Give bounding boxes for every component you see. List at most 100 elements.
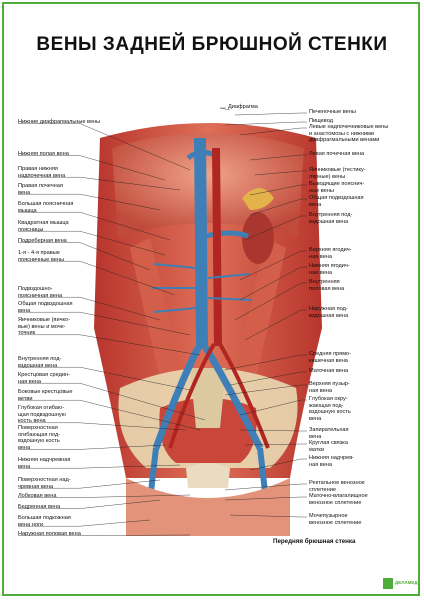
leader-line [224,354,307,371]
leader-line [239,399,307,416]
leader-line [224,496,307,501]
label-left: Яичниковые (яичко- вые) вены и моче- точ… [18,317,70,337]
label-left: Боковые крестцовые ветви [18,389,73,402]
label-right: Запирательная вена [309,427,349,440]
leader-line [224,483,307,491]
leader-line [224,384,307,396]
leader-line [18,367,191,391]
left-renal-vein [205,230,249,239]
label-left: Бедренная вена [18,504,61,510]
label-left: Подреберная вена [18,238,67,244]
label-right: Левая почечная вена [309,151,365,157]
anterior-wall-caption: Передняя брюшная стенка [273,538,356,545]
leader-line [18,334,201,356]
label-left: Крестцовая средин- ная вена [18,372,70,385]
label-right: Маточная вена [309,368,349,374]
leader-line [18,230,166,256]
label-right: Левые надпочечниковые вены и анастомозы … [309,124,389,144]
leader-line [18,422,186,431]
publisher-logo: ДЕЛАМЕД [383,578,418,590]
label-right: Глубокая окру- жающая под- вздошную кост… [309,396,351,422]
leader-line [249,458,307,471]
leader-line [244,215,307,241]
leader-line [18,242,151,271]
label-left: Правая почечная вена [18,183,63,196]
leader-line [219,107,231,111]
pubic-symphysis [186,463,230,488]
leader-line [249,198,307,216]
leader-line [18,383,206,421]
label-right: Верхняя пузыр- ная вена [309,381,350,394]
aorta [212,148,222,346]
label-left: Внутренняя под- вздошная вена [18,356,62,369]
label-left: Лобковая вена [18,493,57,499]
label-left: Поверхностная огибающая под- вздошную ко… [18,425,61,451]
label-right: Нижняя надчрев- ная вена [309,455,355,468]
leader-line [239,266,307,301]
leader-line [249,184,307,196]
leader-line [229,514,307,518]
poster-frame [2,2,420,596]
leader-line [18,312,191,336]
label-right: Круглая связка матки [309,440,348,453]
label-left: 1-я - 4-я правые поясничные вены [18,250,64,263]
label-left: Квадратная мышца поясницы [18,220,69,233]
leader-line [244,443,307,446]
right-iliac-artery [168,343,216,449]
label-left: Глубокая огибаю- щая подвздошную кость в… [18,405,66,425]
leader-line [18,211,171,241]
leader-line [18,155,166,181]
label-right: Ректальное венозное сплетение [309,480,365,493]
sacrum [190,368,226,428]
label-right: Яичниковые (тестику- лярные) вены [309,167,366,180]
leader-line [224,121,307,126]
leader-line [18,519,151,527]
logo-text: ДЕЛАМЕД [395,580,418,585]
right-iliac-vein [152,346,202,450]
label-right: Печеночные вены [309,109,356,115]
label-right: Пищевод [309,118,333,124]
label-right: Верхняя ягодич- ная вена [309,247,352,260]
leader-line [239,250,307,281]
leader-line [18,400,201,431]
leader-line [18,534,191,536]
label-left: Большая подкожная вена ноги [18,515,71,528]
label-right: Нижняя ягодич- ная вена [309,263,350,276]
adrenal-gland [242,188,274,210]
label-right: Диафрагма [228,104,258,110]
label-left: Большая поясничная мышца [18,201,74,214]
leader-line [229,371,307,386]
label-left: Общая подвздошная вена [18,301,73,314]
leader-line [254,170,307,176]
leader-line [249,154,307,161]
leader-line [239,429,307,432]
left-iliac-vein [202,346,264,450]
leader-line [18,444,166,450]
leader-line [18,494,191,498]
leader-line [18,297,161,321]
label-right: Общая подвздошная вена [309,195,364,208]
kidney [242,212,274,264]
label-left: Правая нижняя надпочечная вена [18,166,66,179]
label-left: Поверхностная над- чревная вена [18,477,71,490]
leader-line [239,127,307,136]
logo-mark-icon [383,578,393,589]
label-left: Нижняя полая вена [18,151,69,157]
label-left: Наружная половая вена [18,531,81,537]
label-right: Маточно-влагалищное венозное сплетение [309,493,368,506]
label-right: Мочепузырное венозное сплетение [309,513,362,526]
leader-line [234,282,307,321]
label-right: Внутренняя под- вздошная вена [309,212,353,225]
leader-line [18,176,181,191]
leader-line [18,193,161,211]
label-right: Внутренняя половая вена [309,279,345,292]
inferior-vena-cava [194,138,208,350]
leader-line [18,123,191,171]
leader-line [18,499,161,509]
label-right: Средняя прямо- кишечная вена [309,351,352,364]
label-right: Выводящие пояснич- ные вены [309,181,365,194]
label-left: Нижняя надчревная вена [18,457,71,470]
label-left: Нижние диафрагмальные вены [18,119,101,125]
poster-title: ВЕНЫ ЗАДНЕЙ БРЮШНОЙ СТЕНКИ [36,34,388,55]
